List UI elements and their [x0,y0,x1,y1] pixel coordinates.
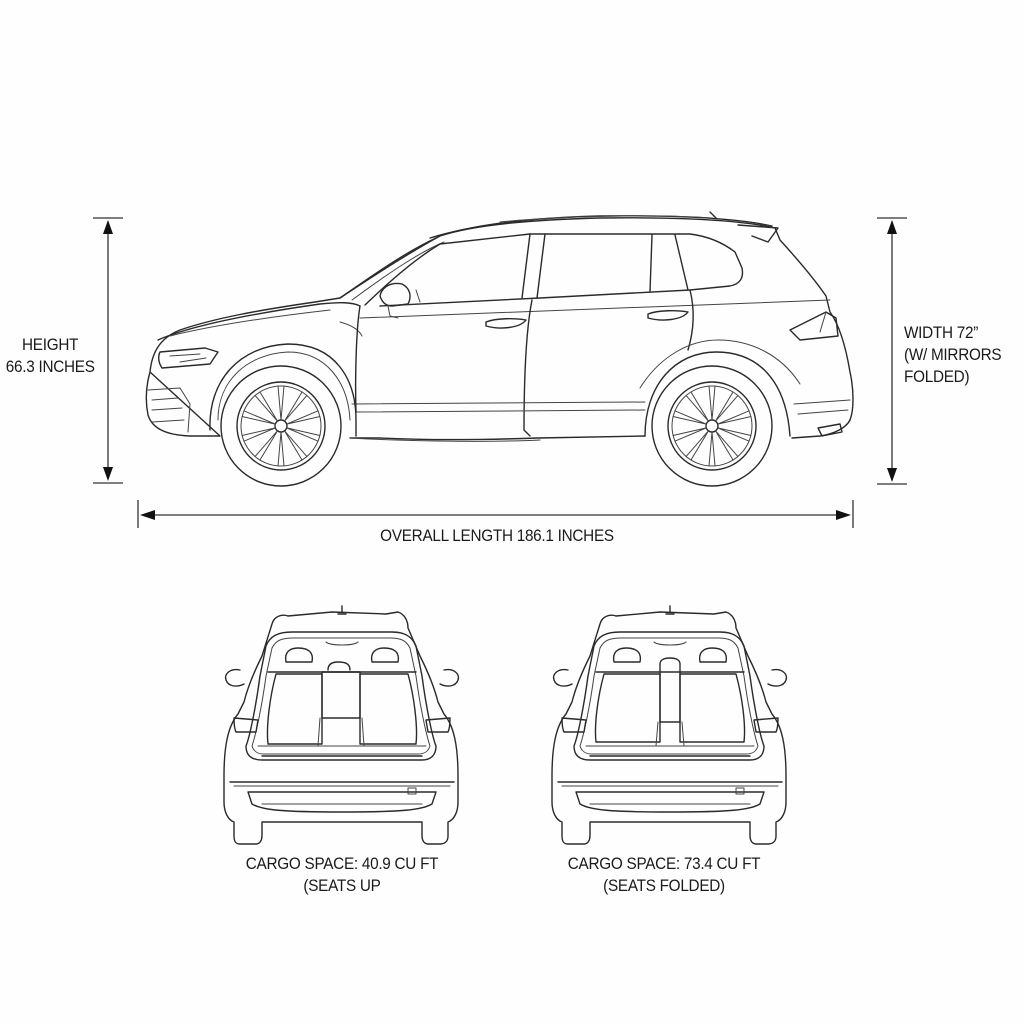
width-label: WIDTH 72” (W/ MIRRORS FOLDED) [904,322,1002,388]
cargo-seats-up-note: (SEATS UP [303,876,381,895]
length-dimension-line [137,500,854,528]
height-dimension-line [93,217,123,484]
cargo-seats-folded-value: CARGO SPACE: 73.4 CU FT [567,854,761,873]
width-label-note: (W/ MIRRORS [904,345,1002,364]
cargo-seats-up-value: CARGO SPACE: 40.9 CU FT [245,854,439,873]
suv-side-view [145,211,854,442]
arrow-up-icon [103,220,113,234]
cargo-seats-up-label: CARGO SPACE: 40.9 CU FT (SEATS UP [207,853,477,897]
arrow-up-icon [887,220,897,234]
length-label-text: OVERALL LENGTH 186.1 INCHES [380,526,614,545]
height-label: HEIGHT 66.3 INCHES [6,334,95,378]
rear-view-seats-folded [551,605,788,845]
front-wheel [220,365,342,487]
arrow-down-icon [103,467,113,481]
arrow-left-icon [140,510,155,520]
cargo-seats-folded-note: (SEATS FOLDED) [603,876,725,895]
height-label-title: HEIGHT [22,335,79,354]
height-label-value: 66.3 INCHES [5,357,95,376]
cargo-seats-folded-label: CARGO SPACE: 73.4 CU FT (SEATS FOLDED) [529,853,799,897]
length-label: OVERALL LENGTH 186.1 INCHES [362,525,632,547]
rear-view-seats-up [223,605,460,845]
arrow-down-icon [887,468,897,482]
width-dimension-line [877,217,907,485]
arrow-right-icon [836,510,851,520]
width-label-value: WIDTH 72” [904,323,979,342]
rear-wheel [651,365,773,487]
width-label-note-cont: FOLDED) [904,367,970,386]
